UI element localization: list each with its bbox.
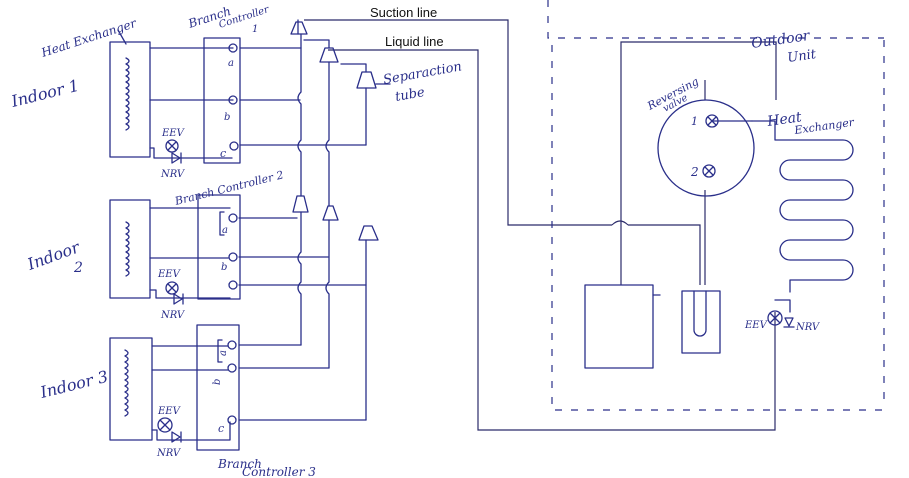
reversing-valve-port-1-icon [705, 114, 719, 128]
separation-tube-label: Separaction [382, 59, 463, 88]
indoor-unit-2 [109, 199, 231, 299]
indoor-1-label: Indoor 1 [8, 76, 81, 111]
indoor-2-nrv-icon [173, 293, 184, 305]
bc2-port-b-label: b [221, 262, 227, 273]
indoor-1-nrv-icon [171, 152, 182, 164]
indoor-3-label: Indoor 3 [37, 367, 110, 402]
branch-controller-3-label: Branch [217, 457, 262, 471]
bc1-port-b [228, 95, 238, 105]
bc3-port-b-label: b [212, 379, 223, 385]
compressor [584, 284, 654, 369]
outdoor-heat-exchanger-label: Heat [765, 109, 803, 130]
indoor-3-eev-label: EEV [157, 406, 182, 417]
bc3-port-b [227, 363, 237, 373]
rv-port-2-label: 2 [690, 165, 699, 179]
bc2-port-a [228, 213, 238, 223]
indoor-1-coil [125, 57, 130, 131]
branch-controller-2-label: Branch Controller 2 [173, 168, 285, 208]
suction-line [304, 19, 701, 285]
branch-controller-3 [196, 324, 240, 451]
reversing-valve [657, 99, 755, 197]
branch-controller-1 [203, 37, 241, 164]
branch-connections [238, 47, 367, 421]
bc2-port-c [228, 280, 238, 290]
separation-tube-label-2: tube [394, 85, 426, 105]
outdoor-heat-exchanger-label-2: Exchanger [793, 116, 856, 137]
indoor-2-coil [125, 221, 130, 277]
liquid-line-label: Liquid line [385, 34, 444, 49]
riser-pipes [297, 19, 367, 421]
indoor-2-eev-icon [165, 281, 179, 295]
accumulator [681, 290, 721, 354]
bc3-port-a [227, 340, 237, 350]
suction-line-label: Suction line [370, 5, 437, 20]
indoor-2-number: 2 [73, 260, 83, 276]
indoor-1-eev-label: EEV [161, 128, 186, 139]
bc1-port-c-label: c [220, 147, 226, 160]
indoor-2-eev-label: EEV [157, 269, 182, 280]
bc1-port-b-label: b [224, 112, 230, 123]
outdoor-eev-icon [767, 310, 783, 326]
bc3-port-c [227, 415, 237, 425]
bc1-port-a [228, 43, 238, 53]
outdoor-valve-bypass [774, 299, 791, 313]
branch-controller-1-number: 1 [252, 24, 258, 35]
bc3-port-a-label: a [218, 350, 229, 356]
branch-controller-3-label-2: Controller 3 [242, 465, 316, 478]
indoor-2-nrv-label: NRV [160, 310, 186, 321]
bc3-port-c-label: c [218, 422, 224, 435]
indoor-1-nrv-label: NRV [160, 169, 186, 180]
outdoor-unit-boundary [547, 0, 885, 411]
separation-tubes [290, 21, 379, 241]
accumulator-u-tube [693, 290, 707, 337]
bc1-port-a-label: a [228, 58, 234, 69]
outdoor-unit-label-2: Unit [786, 47, 817, 66]
bc2-port-b [228, 252, 238, 262]
indoor-heat-exchanger-label: Heat Exchanger [39, 16, 139, 61]
rv-port-1-label: 1 [691, 115, 698, 128]
bc2-port-a-label: a [222, 225, 228, 236]
outdoor-nrv-label: NRV [795, 322, 821, 333]
indoor-3-nrv-label: NRV [156, 448, 182, 459]
branch-controller-2 [197, 194, 241, 300]
indoor-3-coil [124, 349, 129, 417]
indoor-unit-1 [109, 41, 234, 159]
indoor-3-nrv-icon [171, 431, 182, 443]
outdoor-internal-piping [620, 41, 777, 285]
reversing-valve-port-2-icon [702, 164, 716, 178]
indoor-unit-3 [109, 337, 231, 441]
indoor-1-eev-icon [165, 139, 179, 153]
outdoor-heat-exchanger-coil [751, 120, 854, 293]
outdoor-eev-label: EEV [744, 320, 769, 331]
outdoor-nrv-icon [783, 317, 795, 328]
indoor-3-eev-icon [157, 417, 173, 433]
bc1-port-c [229, 141, 239, 151]
liquid-line [328, 49, 776, 431]
